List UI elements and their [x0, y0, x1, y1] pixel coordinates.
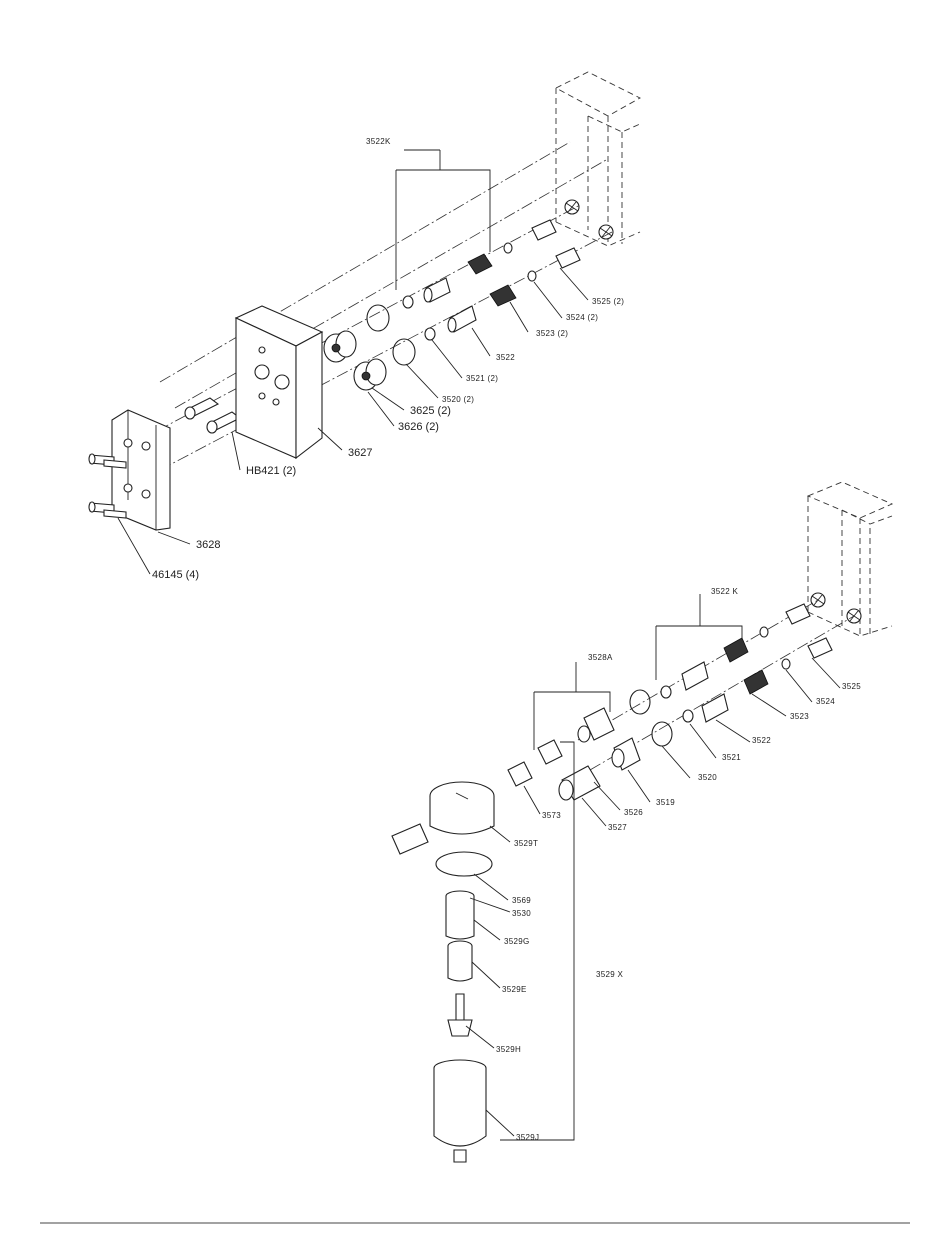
label-top-3525: 3525 (2) — [592, 297, 624, 306]
part-3520-bottom-b — [652, 722, 672, 746]
part-3529g-element — [446, 891, 474, 939]
label-bottom-3522k: 3522 K — [711, 587, 739, 596]
label-bottom-3519: 3519 — [656, 798, 675, 807]
part-3521-bottom-b — [683, 710, 693, 722]
label-bottom-3529g: 3529G — [504, 937, 530, 946]
part-3529j-bowl — [434, 1060, 486, 1162]
label-bottom-3529e: 3529E — [502, 985, 527, 994]
part-3520-bottom-a — [630, 690, 650, 714]
bottom-exploded-view: 3522 K 3528A 3525 3524 3523 3522 3521 35… — [392, 482, 892, 1162]
label-bottom-3529h: 3529H — [496, 1045, 521, 1054]
label-bottom-3529x: 3529 X — [596, 970, 624, 979]
label-top-hb421: HB421 (2) — [246, 465, 296, 477]
top-exploded-view: 3522K 3525 (2) 3524 (2) 3523 (2) 3522 35… — [89, 72, 640, 581]
label-bottom-3524: 3524 — [816, 697, 835, 706]
label-bottom-3569: 3569 — [512, 896, 531, 905]
part-3627-block — [236, 306, 322, 458]
part-3569-oring — [436, 852, 492, 876]
label-top-3523: 3523 (2) — [536, 329, 568, 338]
label-bottom-3526: 3526 — [624, 808, 643, 817]
part-3521-washer-b — [425, 328, 435, 340]
label-bottom-3529j: 3529J — [516, 1133, 539, 1142]
label-bottom-3528a: 3528A — [588, 653, 613, 662]
part-3527-fitting — [559, 766, 600, 800]
part-3521-washer-a — [403, 296, 413, 308]
part-3524-bottom-a — [760, 627, 768, 637]
part-3529h-deflector — [448, 994, 472, 1036]
label-top-46145: 46145 (4) — [152, 569, 199, 581]
label-top-3625: 3625 (2) — [410, 405, 451, 417]
part-3522-bottom-b — [702, 694, 728, 722]
part-3529t-head — [430, 782, 494, 834]
label-bottom-3522: 3522 — [752, 736, 771, 745]
label-bottom-3527: 3527 — [608, 823, 627, 832]
part-3520-oring-a — [367, 305, 389, 331]
part-3529e-cylinder — [448, 941, 472, 981]
part-3523-bottom-b — [744, 670, 768, 694]
top-block-ports — [565, 200, 613, 239]
part-3625-fitting — [324, 331, 356, 362]
part-3524-ring-a — [504, 243, 512, 253]
label-bottom-3520: 3520 — [698, 773, 717, 782]
part-3524-ring-b — [528, 271, 536, 281]
top-mounting-block-outline — [556, 72, 640, 246]
label-bottom-3523: 3523 — [790, 712, 809, 721]
label-top-3521: 3521 (2) — [466, 374, 498, 383]
label-top-3522: 3522 — [496, 353, 515, 362]
label-bottom-3530: 3530 — [512, 909, 531, 918]
part-3521-bottom-a — [661, 686, 671, 698]
top-leaders — [118, 268, 588, 574]
part-3522-cylinders — [424, 278, 476, 332]
label-bottom-3525: 3525 — [842, 682, 861, 691]
label-bottom-3529t: 3529T — [514, 839, 538, 848]
part-3519-fitting — [612, 738, 640, 770]
part-3523-springs — [468, 254, 516, 306]
label-bottom-3521: 3521 — [722, 753, 741, 762]
part-3524-bottom-b — [782, 659, 790, 669]
top-axis-1 — [160, 142, 570, 382]
label-top-3520: 3520 (2) — [442, 395, 474, 404]
part-side-fitting — [392, 824, 428, 854]
label-top-3524: 3524 (2) — [566, 313, 598, 322]
label-top-3522k: 3522K — [366, 137, 391, 146]
part-3522-bottom-a — [682, 662, 708, 690]
label-bottom-3573: 3573 — [542, 811, 561, 820]
part-3528a-fitting — [538, 708, 614, 764]
part-3525-poppets — [532, 220, 580, 268]
label-top-3626: 3626 (2) — [398, 421, 439, 433]
part-hb421-bolts — [185, 398, 240, 433]
part-3523-bottom-a — [724, 638, 748, 662]
part-3573-nipple — [508, 762, 532, 786]
top-axis-4 — [160, 232, 612, 470]
label-top-3627: 3627 — [348, 447, 372, 459]
part-3626-fitting — [354, 359, 386, 390]
label-top-3628: 3628 — [196, 539, 220, 551]
bottom-block-ports — [811, 593, 861, 623]
part-3520-oring-b — [393, 339, 415, 365]
